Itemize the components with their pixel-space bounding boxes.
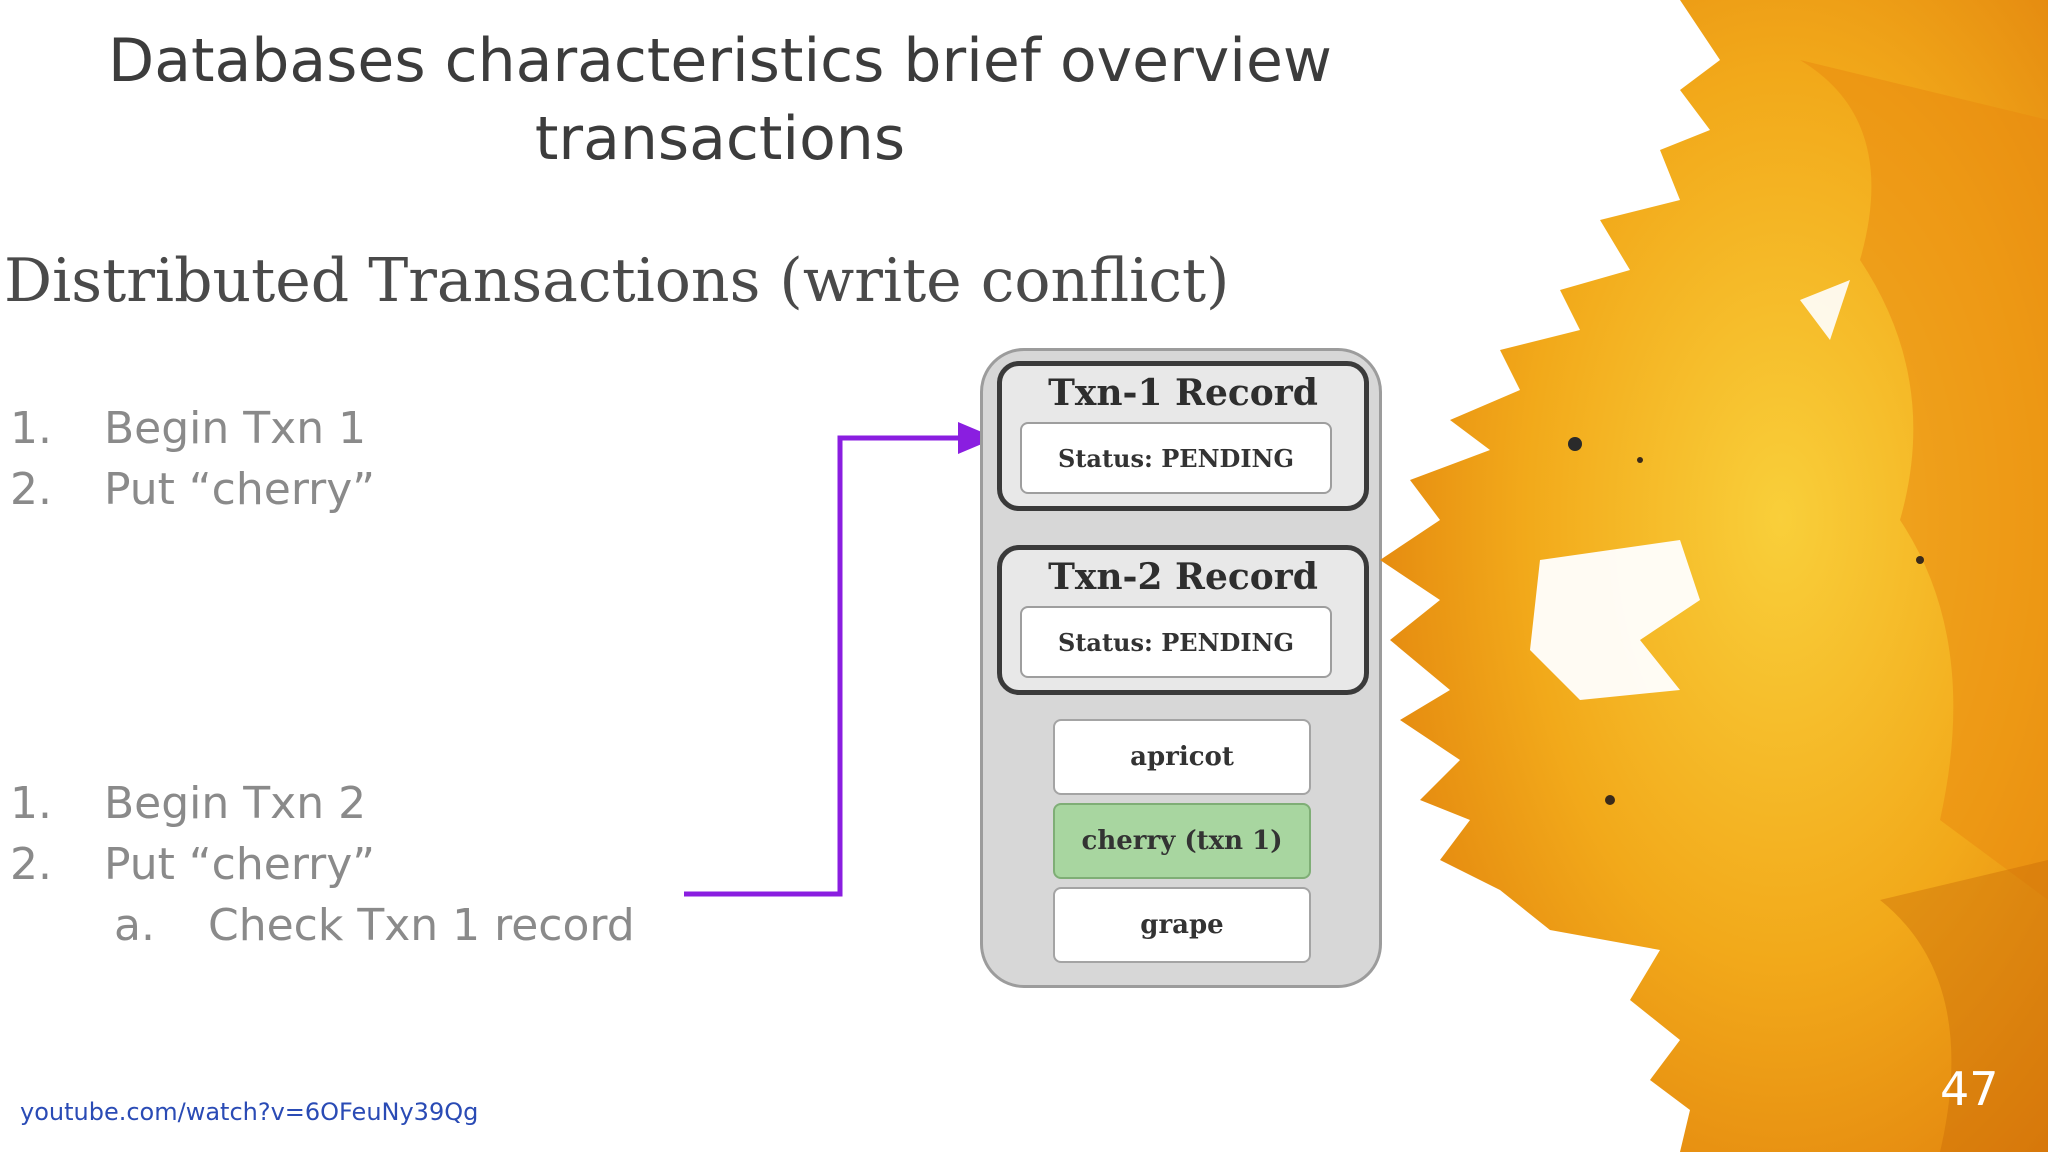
arrow-line [684, 435, 962, 897]
record-title: Txn-1 Record [1048, 372, 1318, 414]
list-number: 1. [10, 403, 52, 454]
list-number: 2. [10, 839, 52, 890]
arrow-head [958, 422, 996, 454]
list-text: Begin Txn 2 [104, 778, 367, 829]
embedded-screenshot: Distributed Transactions (write conflict… [0, 232, 1400, 1062]
list-subitem: a. Check Txn 1 record [114, 895, 635, 956]
key-cherry: cherry (txn 1) [1053, 803, 1311, 879]
list-item: 2. Put “cherry” [10, 834, 635, 895]
list-text: Put “cherry” [104, 464, 376, 515]
key-grape: grape [1053, 887, 1311, 963]
txn2-steps: 1. Begin Txn 2 2. Put “cherry” a. Check … [10, 773, 635, 956]
title-line-2: transactions [534, 104, 906, 174]
conflict-arrow [684, 422, 996, 897]
list-item: 1. Begin Txn 1 [10, 398, 375, 459]
key-apricot: apricot [1053, 719, 1311, 795]
list-text: Begin Txn 1 [104, 403, 367, 454]
paint-splash-decoration [1380, 0, 2048, 1152]
list-number: 2. [10, 464, 52, 515]
list-item: 2. Put “cherry” [10, 459, 375, 520]
page-number: 47 [1940, 1062, 1999, 1116]
list-item: 1. Begin Txn 2 [10, 773, 635, 834]
title-line-1: Databases characteristics brief overview [108, 26, 1332, 96]
record-status: Status: PENDING [1020, 422, 1332, 494]
txn2-record: Txn-2 Record Status: PENDING [997, 545, 1369, 695]
record-title: Txn-2 Record [1048, 556, 1318, 598]
list-number: 1. [10, 778, 52, 829]
list-text: Check Txn 1 record [208, 900, 635, 951]
list-number: a. [114, 900, 155, 951]
slide-title: Databases characteristics brief overview… [40, 22, 1400, 178]
embedded-heading: Distributed Transactions (write conflict… [4, 246, 1230, 316]
record-status: Status: PENDING [1020, 606, 1332, 678]
transaction-diagram: Txn-1 Record Status: PENDING Txn-2 Recor… [980, 348, 1382, 988]
list-text: Put “cherry” [104, 839, 376, 890]
txn1-record: Txn-1 Record Status: PENDING [997, 361, 1369, 511]
txn1-steps: 1. Begin Txn 1 2. Put “cherry” [10, 398, 375, 520]
source-link[interactable]: youtube.com/watch?v=6OFeuNy39Qg [20, 1098, 479, 1126]
